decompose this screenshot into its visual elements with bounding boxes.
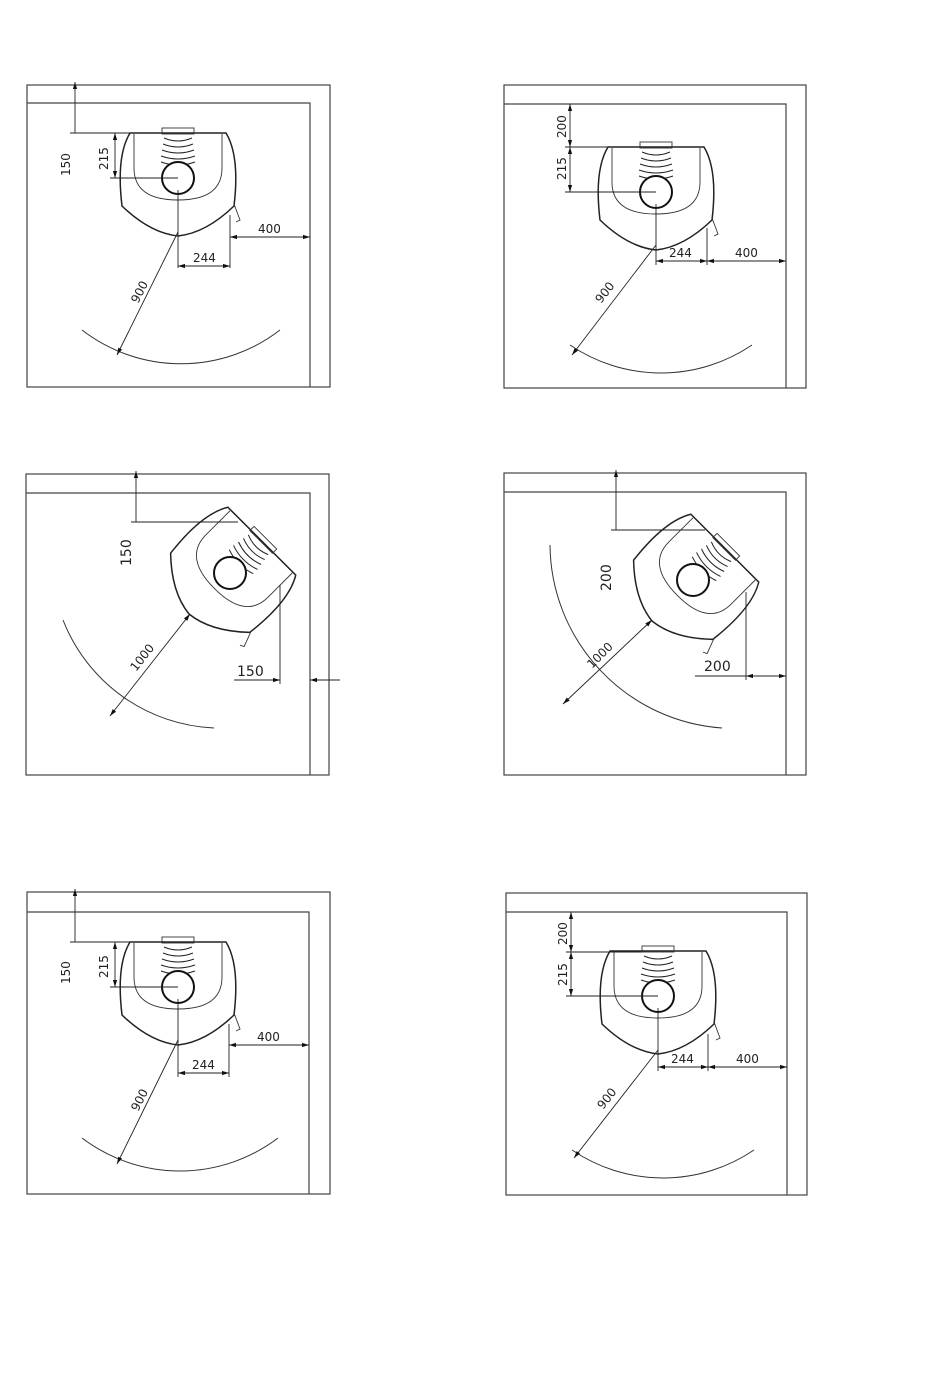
flue-offset-label: 215 bbox=[555, 157, 569, 180]
inner-wall bbox=[26, 493, 310, 775]
stove-symbol bbox=[120, 937, 240, 1045]
wall-gap-label: 200 bbox=[556, 922, 570, 945]
half-width-label: 244 bbox=[669, 246, 692, 260]
stove-symbol bbox=[600, 946, 720, 1054]
radius-label: 900 bbox=[592, 279, 617, 306]
side-gap-label: 400 bbox=[735, 246, 758, 260]
room-outline bbox=[26, 474, 329, 775]
wall-gap-label: 200 bbox=[555, 115, 569, 138]
side-gap-label: 400 bbox=[736, 1052, 759, 1066]
panel-6: 200 215 244 400 900 bbox=[506, 893, 807, 1195]
clearance-arc bbox=[570, 345, 752, 373]
wall-gap-label: 150 bbox=[119, 539, 135, 566]
clearance-arc bbox=[63, 620, 214, 728]
stove-symbol bbox=[148, 497, 309, 658]
wall-gap-label: 200 bbox=[599, 564, 615, 591]
radius-label: 900 bbox=[128, 279, 151, 306]
stove-symbol bbox=[611, 504, 772, 665]
side-gap-label: 200 bbox=[704, 659, 731, 675]
half-width-label: 244 bbox=[192, 1058, 215, 1072]
clearance-arc bbox=[82, 1138, 278, 1171]
flue-offset-label: 215 bbox=[97, 955, 111, 978]
stove-symbol bbox=[598, 142, 718, 250]
panel-1: 150 215 400 244 900 bbox=[27, 82, 330, 387]
flue-offset-label: 215 bbox=[97, 147, 111, 170]
half-width-label: 244 bbox=[671, 1052, 694, 1066]
flue-offset-label: 215 bbox=[556, 963, 570, 986]
wall-gap-label: 150 bbox=[59, 961, 73, 984]
side-gap-label: 150 bbox=[237, 664, 264, 680]
clearance-arc bbox=[572, 1150, 754, 1178]
radius-label: 900 bbox=[594, 1085, 619, 1112]
side-gap-label: 400 bbox=[258, 222, 281, 236]
panel-3: 150 150 1000 bbox=[26, 471, 340, 775]
half-width-label: 244 bbox=[193, 251, 216, 265]
panel-5: 150 215 400 244 900 bbox=[27, 889, 330, 1194]
side-gap-label: 400 bbox=[257, 1030, 280, 1044]
radius-label: 900 bbox=[128, 1087, 151, 1114]
wall-gap-label: 150 bbox=[59, 153, 73, 176]
stove-symbol bbox=[120, 128, 240, 236]
panel-2: 200 215 244 400 900 bbox=[504, 85, 806, 388]
clearance-arc bbox=[82, 330, 280, 364]
panel-4: 200 200 1000 bbox=[504, 470, 806, 775]
radius-label: 1000 bbox=[584, 640, 615, 671]
inner-wall bbox=[504, 492, 786, 775]
radius-label: 1000 bbox=[127, 641, 157, 674]
